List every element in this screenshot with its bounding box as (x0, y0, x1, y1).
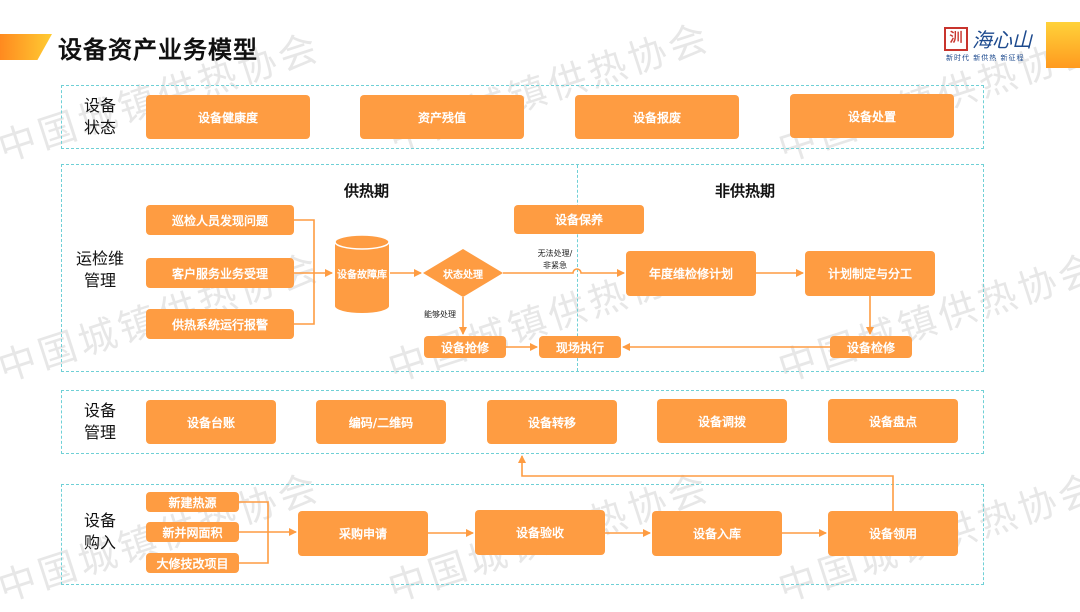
box-annual-plan[interactable]: 年度维检修计划 (626, 251, 756, 296)
box-upkeep[interactable]: 设备保养 (514, 205, 644, 234)
box-new-heat-source[interactable]: 新建热源 (146, 492, 239, 512)
logo: 汌 海心山 新时代 新供热 新征程 (944, 24, 1042, 66)
title-accent-bar (0, 34, 52, 60)
box-requisition[interactable]: 设备领用 (828, 511, 958, 556)
box-warehousing[interactable]: 设备入库 (652, 511, 782, 556)
box-inventory[interactable]: 设备盘点 (828, 399, 958, 443)
section-label-management: 设备 管理 (83, 401, 116, 442)
section-equipment-status (61, 85, 984, 149)
box-acceptance[interactable]: 设备验收 (475, 510, 605, 555)
heading-non-heating-period: 非供热期 (715, 182, 776, 200)
box-plan-assign[interactable]: 计划制定与分工 (805, 251, 935, 296)
box-system-alarm[interactable]: 供热系统运行报警 (146, 309, 294, 339)
box-ledger[interactable]: 设备台账 (146, 400, 276, 444)
branch-label-cannot: 无法处理/ 非紧急 (537, 249, 573, 270)
logo-seal-icon: 汌 (944, 27, 968, 51)
fault-database-cylinder[interactable]: 设备故障库 (334, 234, 390, 314)
box-disposal[interactable]: 设备处置 (790, 94, 954, 138)
box-scrap[interactable]: 设备报废 (575, 95, 739, 139)
section-label-maintenance: 运检维 管理 (75, 249, 124, 290)
box-residual-value[interactable]: 资产残值 (360, 95, 524, 139)
box-allocation[interactable]: 设备调拨 (657, 399, 787, 443)
box-overhaul[interactable]: 设备检修 (830, 336, 912, 358)
decision-diamond[interactable]: 状态处理 (423, 249, 503, 297)
decision-label: 状态处理 (443, 270, 483, 281)
box-customer-service[interactable]: 客户服务业务受理 (146, 258, 294, 288)
section-equipment-management (61, 390, 984, 454)
section-label-purchase: 设备 购入 (83, 511, 116, 552)
box-health[interactable]: 设备健康度 (146, 95, 310, 139)
box-qr-code[interactable]: 编码/二维码 (316, 400, 446, 444)
database-icon (334, 234, 390, 313)
logo-name: 海心山 (972, 28, 1032, 52)
section-label-status: 设备 状态 (83, 96, 116, 137)
box-onsite-execution[interactable]: 现场执行 (539, 336, 621, 358)
box-emergency-repair[interactable]: 设备抢修 (424, 336, 506, 358)
period-divider (577, 165, 578, 371)
box-inspector-found[interactable]: 巡检人员发现问题 (146, 205, 294, 235)
fault-database-label: 设备故障库 (337, 270, 387, 281)
box-transfer[interactable]: 设备转移 (487, 400, 617, 444)
box-purchase-request[interactable]: 采购申请 (298, 511, 428, 556)
diamond-shape (423, 249, 503, 297)
logo-subtitle: 新时代 新供热 新征程 (946, 54, 1025, 62)
heading-heating-period: 供热期 (344, 182, 390, 200)
branch-label-can: 能够处理 (424, 310, 456, 319)
corner-accent-block (1046, 22, 1080, 68)
box-new-grid-area[interactable]: 新并网面积 (146, 522, 239, 542)
page-title: 设备资产业务模型 (58, 36, 258, 64)
box-overhaul-project[interactable]: 大修技改项目 (146, 553, 239, 573)
section-maintenance (61, 164, 984, 372)
